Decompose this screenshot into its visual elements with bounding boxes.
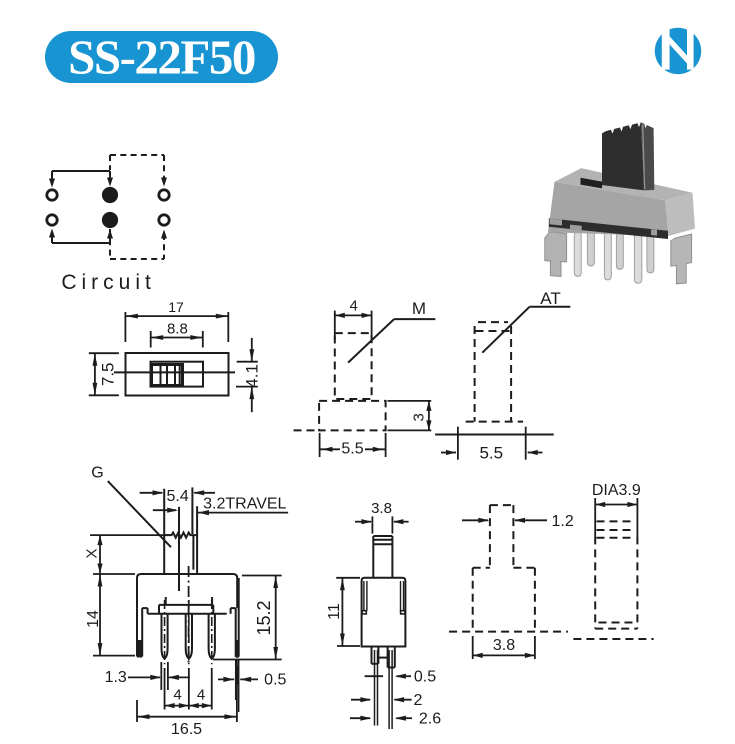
svg-text:SS-22F50: SS-22F50 bbox=[68, 30, 255, 85]
svg-text:3.8: 3.8 bbox=[493, 637, 515, 654]
svg-text:1.3: 1.3 bbox=[105, 669, 127, 686]
svg-text:0.5: 0.5 bbox=[264, 672, 286, 689]
svg-text:16.5: 16.5 bbox=[171, 721, 202, 738]
svg-text:4: 4 bbox=[173, 687, 181, 704]
svg-text:8.8: 8.8 bbox=[167, 321, 188, 338]
svg-text:5.5: 5.5 bbox=[479, 444, 503, 463]
svg-text:17: 17 bbox=[168, 299, 184, 315]
svg-text:5.4: 5.4 bbox=[166, 488, 188, 505]
svg-text:0.5: 0.5 bbox=[414, 669, 436, 686]
svg-text:2.6: 2.6 bbox=[419, 711, 441, 728]
svg-text:2: 2 bbox=[413, 692, 422, 709]
svg-text:14: 14 bbox=[85, 610, 102, 628]
svg-text:15.2: 15.2 bbox=[254, 600, 274, 635]
svg-text:G: G bbox=[91, 465, 103, 482]
svg-text:5.5: 5.5 bbox=[341, 441, 363, 458]
svg-text:4: 4 bbox=[197, 687, 205, 704]
svg-text:4.1: 4.1 bbox=[243, 364, 262, 388]
svg-text:3.8: 3.8 bbox=[371, 500, 392, 517]
svg-text:DIA3.9: DIA3.9 bbox=[592, 482, 641, 499]
svg-text:X: X bbox=[83, 548, 100, 558]
svg-text:Circuit: Circuit bbox=[61, 271, 156, 294]
svg-text:3: 3 bbox=[410, 413, 427, 421]
svg-text:M: M bbox=[412, 299, 426, 318]
svg-text:11: 11 bbox=[326, 603, 343, 620]
svg-text:4: 4 bbox=[350, 298, 358, 315]
svg-text:3.2TRAVEL: 3.2TRAVEL bbox=[203, 496, 286, 513]
svg-text:1.2: 1.2 bbox=[552, 513, 574, 530]
svg-text:7.5: 7.5 bbox=[99, 362, 118, 386]
svg-text:AT: AT bbox=[540, 289, 560, 308]
